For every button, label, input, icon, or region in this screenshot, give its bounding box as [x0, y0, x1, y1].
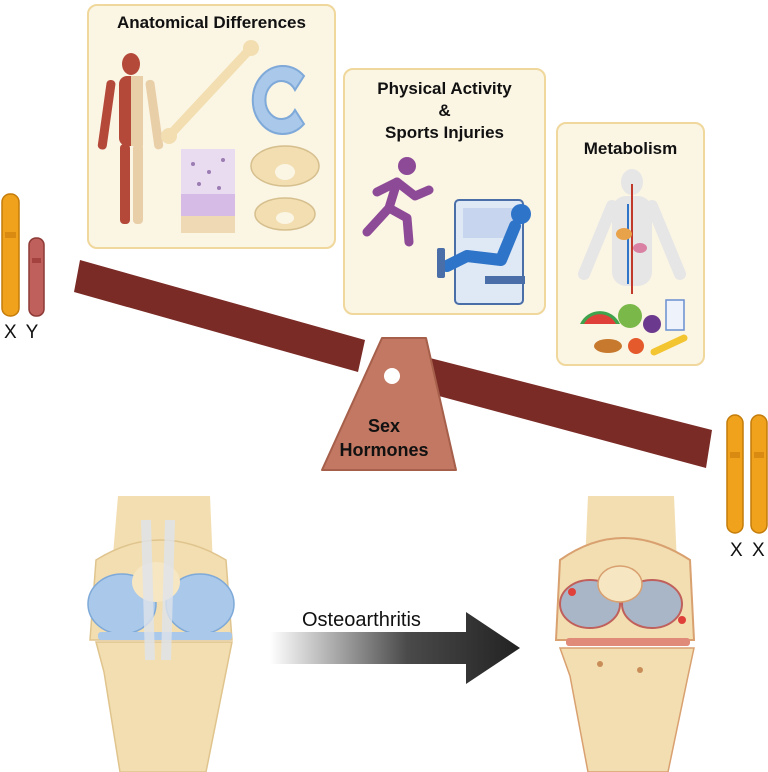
- anatomical-illustrations: [97, 40, 320, 233]
- metabolism-illustrations: [578, 169, 688, 356]
- xx-chromosomes-icon: [726, 414, 768, 534]
- physical-activity-title-line2: &: [438, 101, 451, 120]
- anatomical-differences-panel: Anatomical Differences: [87, 4, 336, 249]
- long-bone-icon: [161, 40, 259, 144]
- xy-label: X Y: [4, 322, 41, 343]
- leg-press-machine-icon: [437, 199, 531, 305]
- body-anatomy-icon: [97, 53, 164, 224]
- metabolism-panel: Metabolism: [556, 122, 705, 366]
- pelvis-icon: [250, 145, 320, 231]
- sex-hormones-line2: Hormones: [339, 440, 429, 460]
- sex-hormones-line1: Sex: [367, 416, 401, 436]
- sex-hormones-fulcrum: [321, 337, 457, 471]
- physical-activity-title-line3: Sports Injuries: [384, 123, 505, 142]
- metabolism-title: Metabolism: [583, 139, 678, 158]
- activity-illustrations: [362, 157, 531, 305]
- xx-label: X X: [730, 540, 767, 561]
- osteoarthritic-knee-icon: [554, 496, 696, 772]
- cartilage-tissue-icon: [181, 149, 235, 233]
- sex-hormones-label: Sex Hormones: [318, 414, 450, 462]
- physical-activity-title-line1: Physical Activity: [377, 79, 512, 98]
- runner-icon: [362, 157, 434, 247]
- food-icon: [580, 299, 688, 356]
- xy-chromosomes-icon: [1, 193, 45, 317]
- seesaw-beam: [74, 260, 712, 468]
- meniscus-icon: [251, 65, 306, 135]
- progression-arrow: [270, 612, 520, 684]
- physical-activity-panel: Physical Activity & Sports Injuries: [343, 68, 546, 315]
- body-organs-icon: [578, 169, 686, 294]
- osteoarthritis-label: Osteoarthritis: [302, 609, 421, 631]
- anatomical-differences-title: Anatomical Differences: [117, 13, 306, 32]
- healthy-knee-icon: [87, 496, 235, 772]
